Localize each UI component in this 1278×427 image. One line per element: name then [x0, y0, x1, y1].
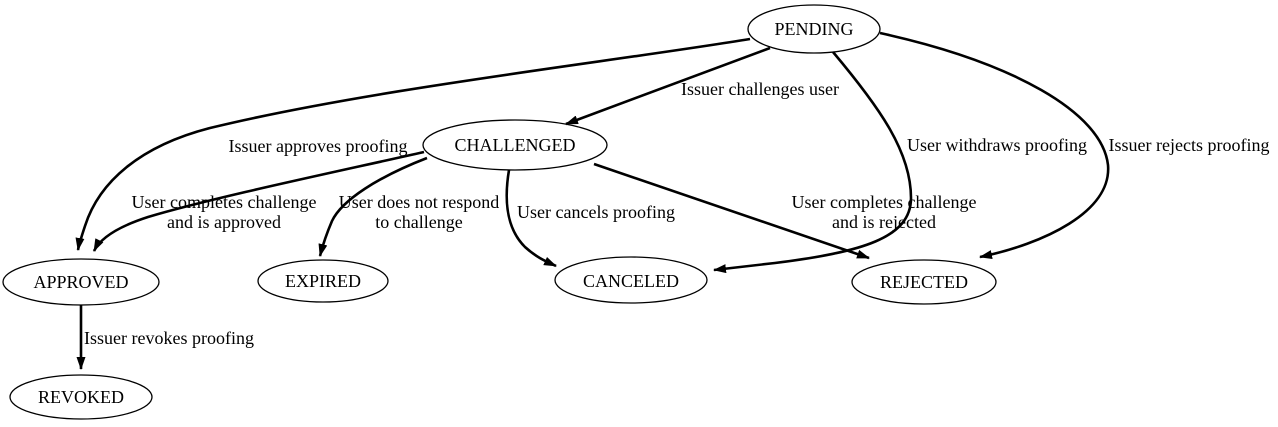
node-pending: PENDING: [747, 4, 881, 54]
node-canceled-ellipse: [554, 256, 708, 304]
node-rejected: REJECTED: [851, 259, 997, 305]
edge-pending-rejected: Issuer rejects proofing: [879, 31, 1270, 259]
edge-pending-rejected-path: [879, 31, 1110, 259]
edge-pending-canceled-label: User withdraws proofing: [907, 135, 1087, 155]
node-pending-ellipse: [747, 4, 881, 54]
edge-pending-canceled: User withdraws proofing: [713, 51, 1087, 274]
node-pending-label: PENDING: [775, 19, 854, 39]
edge-approved-revoked: Issuer revokes proofing: [76, 305, 254, 370]
node-approved-label: APPROVED: [33, 272, 128, 292]
node-revoked: REVOKED: [9, 374, 153, 420]
node-approved: APPROVED: [2, 258, 160, 306]
node-rejected-ellipse: [851, 259, 997, 305]
edge-challenged-expired-label-line1: User does not respond: [339, 192, 499, 212]
node-canceled: CANCELED: [554, 256, 708, 304]
edge-challenged-rejected: User completes challenge and is rejected: [593, 162, 977, 260]
edge-challenged-canceled-label: User cancels proofing: [517, 202, 675, 222]
edge-challenged-expired-label-line2: to challenge: [375, 212, 462, 232]
node-challenged: CHALLENGED: [422, 119, 608, 171]
node-revoked-ellipse: [9, 374, 153, 420]
edge-challenged-rejected-path: [593, 162, 870, 260]
edge-pending-canceled-path: [713, 51, 913, 274]
edge-pending-challenged-label: Issuer challenges user: [681, 79, 839, 99]
edge-pending-challenged-path: [565, 46, 771, 126]
edge-pending-challenged: Issuer challenges user: [565, 46, 839, 126]
edge-challenged-approved-label-line2: and is approved: [167, 212, 281, 232]
node-revoked-label: REVOKED: [38, 387, 124, 407]
node-expired: EXPIRED: [257, 259, 389, 303]
edge-approved-revoked-label: Issuer revokes proofing: [84, 328, 254, 348]
edge-pending-approved-path: [75, 37, 751, 251]
edge-challenged-approved-label-line1: User completes challenge: [132, 192, 317, 212]
edge-challenged-approved-path: [92, 150, 425, 252]
node-challenged-label: CHALLENGED: [455, 135, 576, 155]
edge-pending-approved: Issuer approves proofing: [75, 37, 751, 251]
edge-challenged-canceled-path: [505, 169, 557, 268]
node-canceled-label: CANCELED: [583, 271, 679, 291]
node-expired-ellipse: [257, 259, 389, 303]
edge-pending-approved-label: Issuer approves proofing: [229, 136, 408, 156]
edge-challenged-canceled: User cancels proofing: [505, 169, 675, 268]
node-rejected-label: REJECTED: [880, 272, 968, 292]
edge-challenged-rejected-label-line2: and is rejected: [832, 212, 936, 232]
node-expired-label: EXPIRED: [285, 271, 361, 291]
edge-challenged-approved: User completes challenge and is approved: [92, 150, 425, 252]
edge-challenged-expired-path: [318, 156, 428, 257]
edge-challenged-rejected-label-line1: User completes challenge: [792, 192, 977, 212]
edge-challenged-expired: User does not respond to challenge: [318, 156, 499, 257]
node-challenged-ellipse: [422, 119, 608, 171]
edge-pending-rejected-label: Issuer rejects proofing: [1109, 135, 1270, 155]
